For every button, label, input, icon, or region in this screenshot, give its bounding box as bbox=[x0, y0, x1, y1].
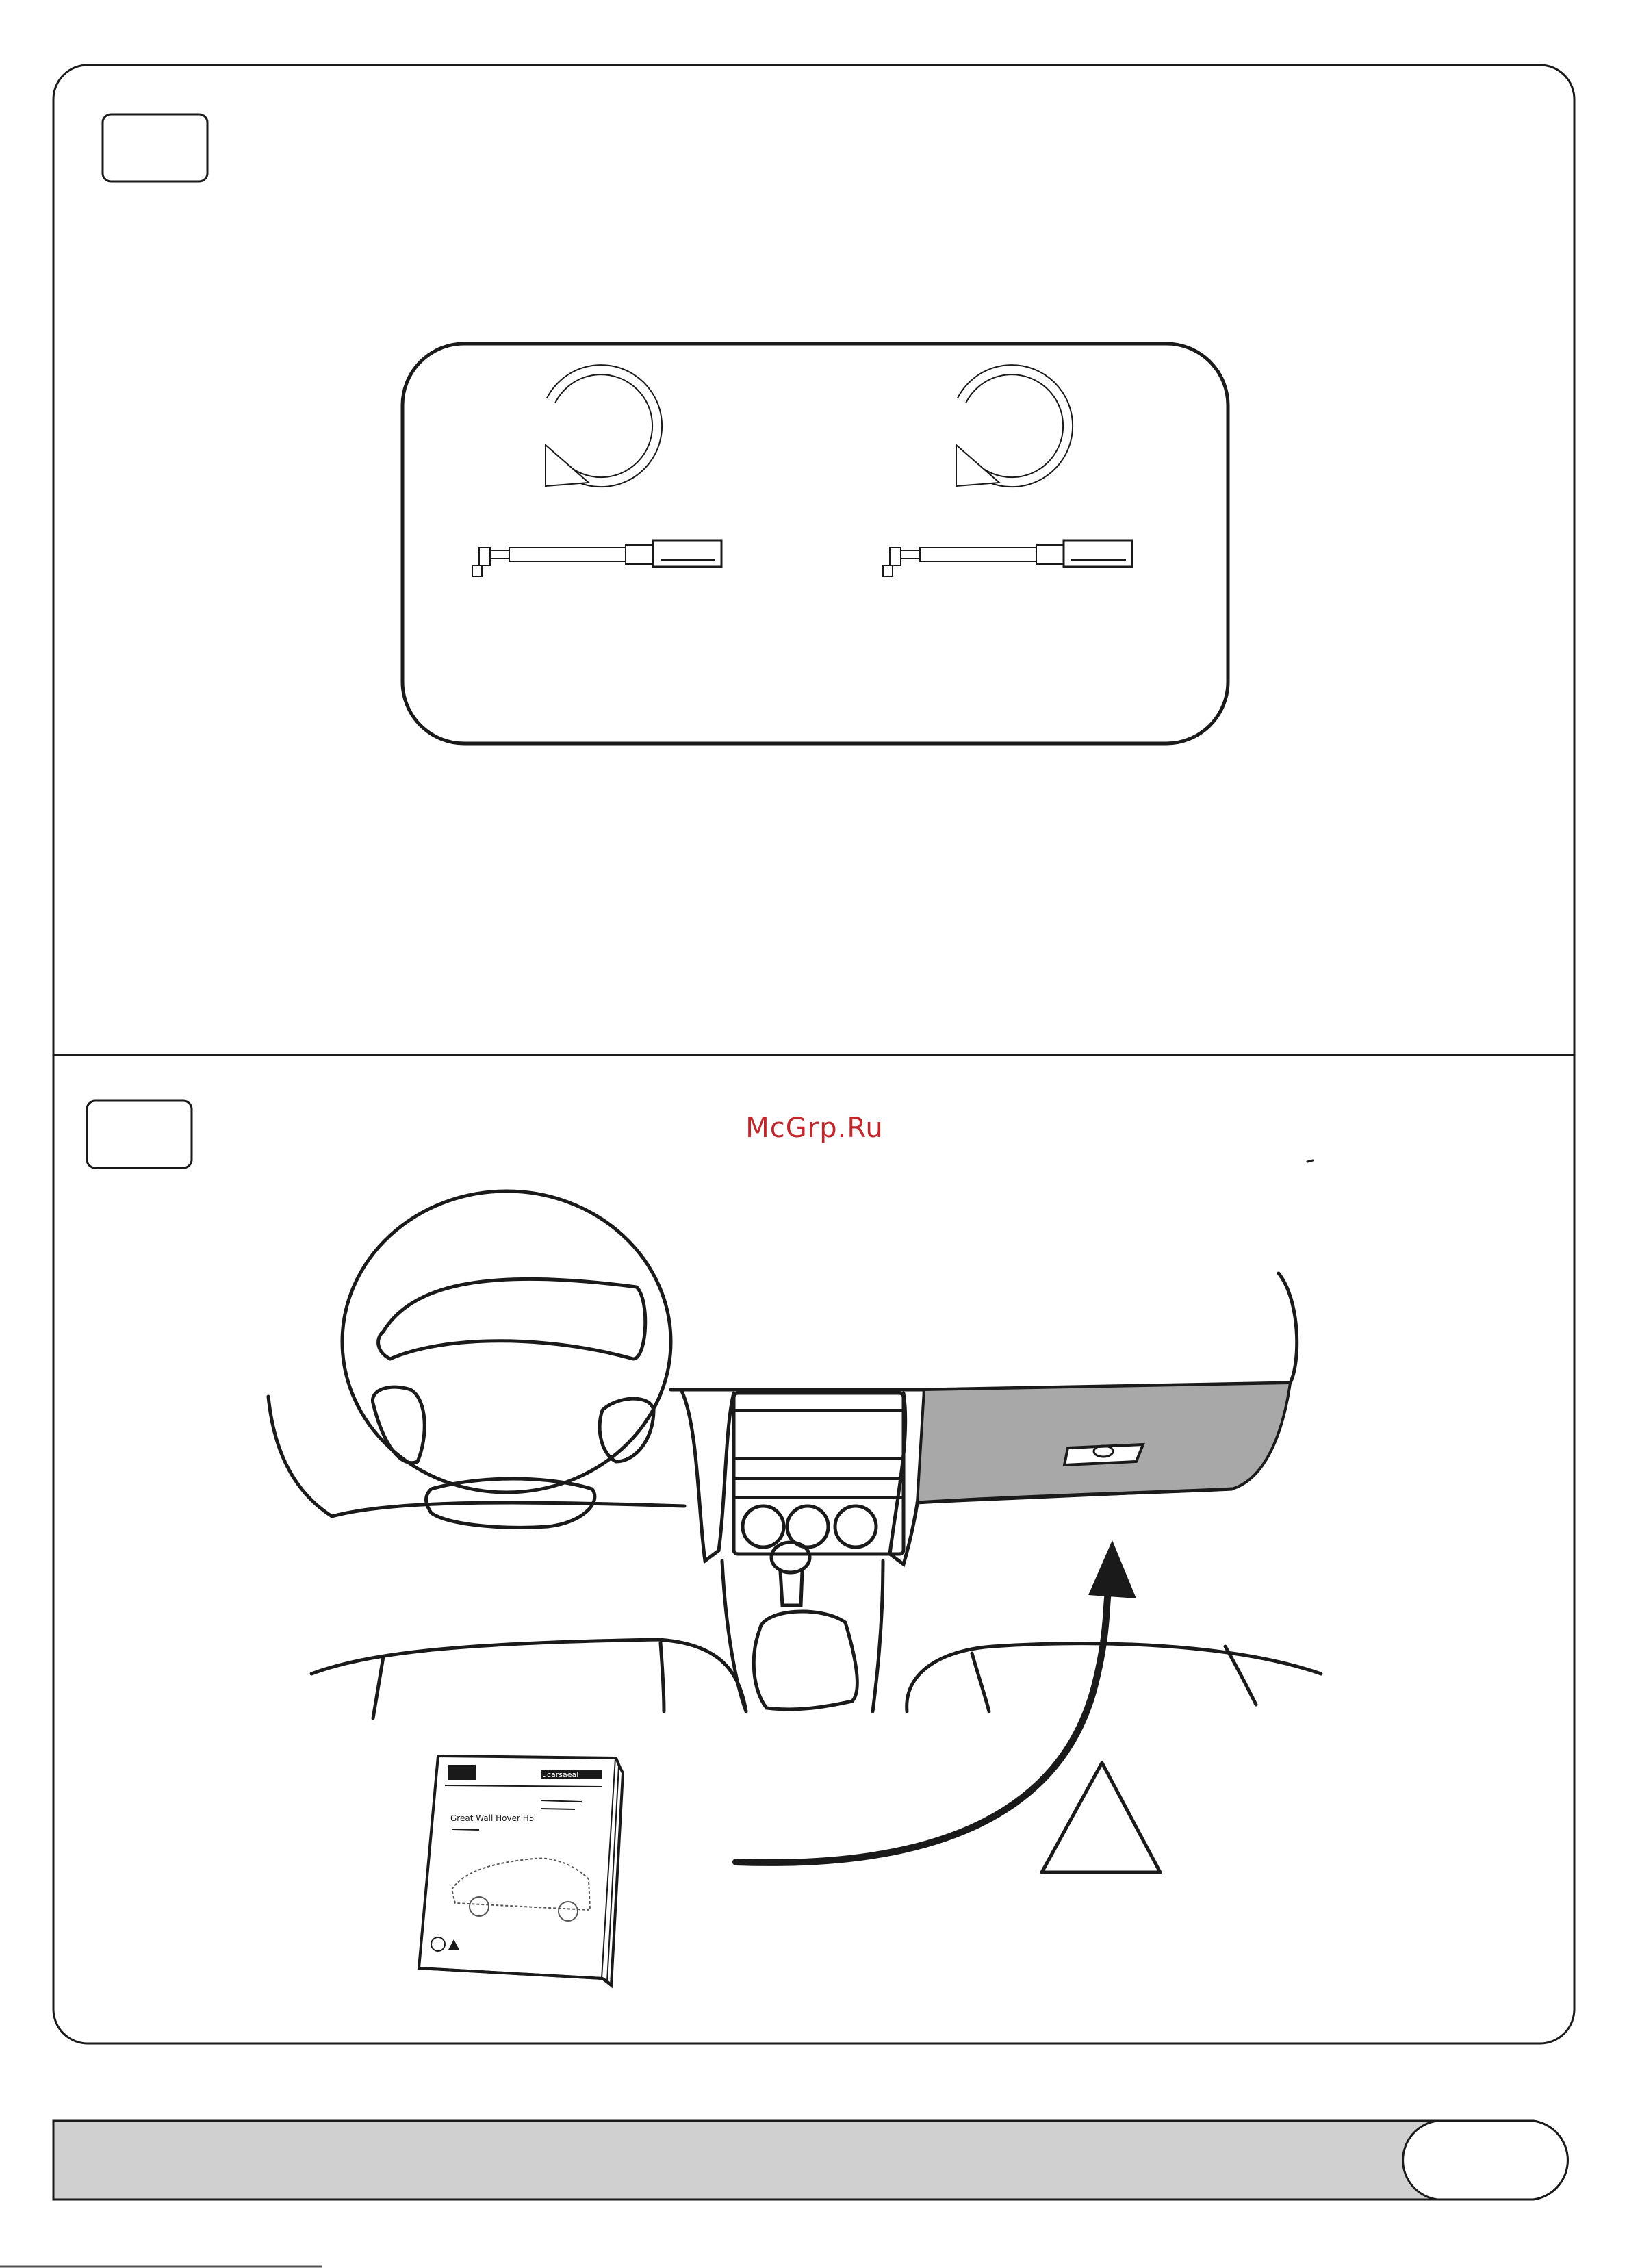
step-1-number-box bbox=[103, 114, 207, 181]
arrow-head bbox=[1088, 1540, 1136, 1598]
page-number-box bbox=[1403, 2121, 1568, 2200]
dashboard-line bbox=[332, 1503, 684, 1516]
center-console bbox=[681, 1390, 925, 1711]
footer-bar bbox=[53, 2121, 1567, 2200]
counter-clockwise-rotate-icon bbox=[546, 370, 657, 486]
manual-brand: ucarsaeal bbox=[542, 1770, 578, 1779]
tool-icon bbox=[472, 541, 721, 576]
door-edge bbox=[268, 1397, 332, 1516]
counter-clockwise-rotate-icon bbox=[956, 370, 1068, 486]
step-2-number-box bbox=[87, 1101, 192, 1168]
manual-booklet-icon: ucarsaeal Great Wall Hover H5 bbox=[419, 1756, 623, 1985]
warning-triangle-icon bbox=[1042, 1763, 1160, 1872]
glovebox-panel bbox=[917, 1383, 1290, 1503]
tools-panel bbox=[402, 344, 1228, 743]
car-interior-illustration bbox=[268, 1160, 1321, 1718]
right-seat bbox=[907, 1644, 1321, 1711]
glovebox-handle bbox=[1064, 1444, 1143, 1465]
steering-wheel bbox=[342, 1191, 671, 1527]
manual-title: Great Wall Hover H5 bbox=[450, 1813, 534, 1823]
curved-arrow-icon bbox=[736, 1588, 1109, 1863]
tool-icon bbox=[883, 541, 1132, 576]
watermark: McGrp.Ru bbox=[684, 1112, 945, 1144]
